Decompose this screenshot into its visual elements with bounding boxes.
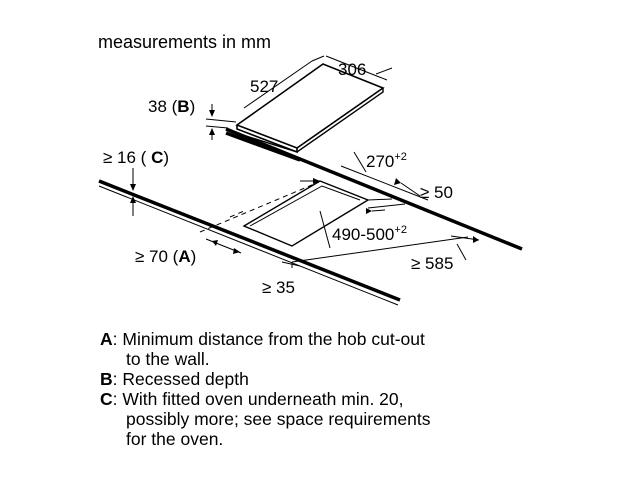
min-worktop-label: ≥ 585 [411,254,453,273]
wall-dimension-arrows [130,184,240,254]
hob-width-label: 306 [338,60,366,79]
legend-text-continued: possibly more; see space requirements [126,409,431,429]
legend-item-a: A: Minimum distance from the hob cut-out [100,329,425,349]
cutout-inner-wall [249,185,361,227]
cutout-depth-label: 490-500+2 [332,224,407,244]
worktop-back-edge [225,127,523,251]
legend-item-b: B: Recessed depth [100,369,249,389]
worktop-left-edge [98,179,401,302]
hob-front-edge [236,125,298,154]
legend: A: Minimum distance from the hob cut-out… [100,329,600,449]
legend-key: C [100,389,113,409]
legend-text-continued: to the wall. [126,349,210,369]
hob-dimension-arrows [209,110,215,135]
legend-text: Recessed depth [122,369,249,389]
legend-text-continued: for the oven. [126,429,224,449]
min-front-label: ≥ 35 [262,278,295,297]
cutout-width-label: 270+2 [366,151,407,171]
legend-key: A [100,329,113,349]
legend-key: B [100,369,113,389]
diagram-title: measurements in mm [98,32,271,52]
hob-depth-label: 527 [250,77,278,96]
min-wall-label: ≥ 70 (A) [135,247,196,266]
legend-text: Minimum distance from the hob cut-out [122,329,425,349]
recessed-depth-label: 38 (B) [148,97,195,116]
wall-gap-label: ≥ 16 ( C) [103,148,169,167]
cutout-dimension-arrows [313,178,479,243]
legend-text: With fitted oven underneath min. 20, [122,389,404,409]
cutout-dashed-guide-1 [199,181,320,233]
min-side-label: ≥ 50 [420,183,453,202]
worktop-right-edge [291,236,469,263]
cutout-dashed-guide-2 [229,210,245,218]
worktop [98,127,523,302]
hob-bottom-plate [229,88,384,153]
legend-item-c: C: With fitted oven underneath min. 20, [100,389,404,409]
